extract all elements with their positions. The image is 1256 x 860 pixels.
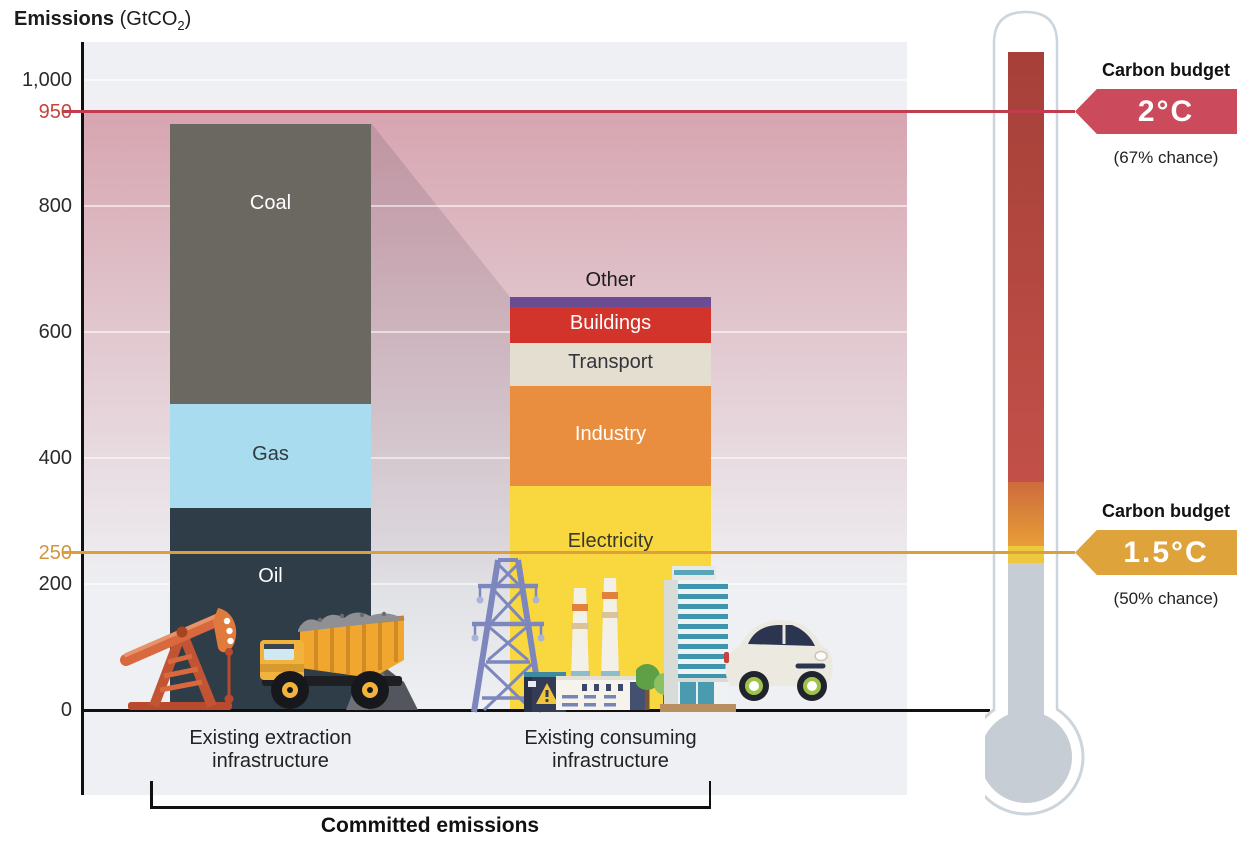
bar-segment-coal — [170, 124, 371, 405]
page-title: Emissions (GtCO2) — [14, 8, 192, 33]
power-plant-icon — [556, 578, 648, 710]
budget-line-2°C — [63, 110, 1075, 113]
bracket-label: Committed emissions — [320, 814, 540, 837]
segment-label-oil: Oil — [258, 565, 283, 587]
bracket-bar — [150, 806, 711, 809]
category-label-2: Existing consuming infrastructure — [524, 727, 697, 772]
ytick-600: 600 — [38, 321, 72, 343]
ytick-950: 950 — [38, 100, 72, 123]
bar-segment-gas — [170, 404, 371, 509]
carbon-budget-label-2°C: Carbon budget — [1102, 59, 1230, 80]
segment-label-gas: Gas — [252, 443, 289, 466]
gridline-1000 — [83, 79, 907, 81]
segment-label-coal: Coal — [249, 192, 292, 214]
bar-segment-other — [510, 297, 711, 307]
electricity-pylon-icon — [471, 558, 545, 713]
mining-truck-icon — [260, 611, 418, 710]
gridline-400 — [83, 457, 907, 459]
ytick-400: 400 — [38, 447, 72, 469]
badge-text: 1.5°C — [1123, 535, 1209, 569]
oil-pump-jack-icon — [120, 608, 237, 710]
budget-line-1.5°C — [63, 551, 1075, 554]
chance-label-1.5°C: (50% chance) — [1113, 588, 1219, 608]
badge-text: 2°C — [1137, 94, 1195, 128]
bar-segment-buildings — [510, 306, 711, 344]
thermometer-icon — [985, 10, 1085, 816]
segment-label-electricity: Electricity — [567, 530, 654, 552]
ytick-200: 200 — [38, 573, 72, 595]
segment-label-other: Other — [585, 269, 636, 292]
office-tower-icon — [660, 566, 736, 712]
bracket-right-tick — [708, 781, 711, 808]
gridline-600 — [83, 331, 907, 333]
bracket-left-tick — [150, 781, 153, 808]
y-axis-line — [81, 42, 84, 795]
category-label-1: Existing extraction infrastructure — [189, 727, 352, 772]
ytick-0: 0 — [60, 699, 72, 721]
carbon-budget-label-1.5°C: Carbon budget — [1102, 500, 1230, 521]
chance-label-2°C: (67% chance) — [1113, 147, 1219, 167]
budget-badge-2°C: 2°C — [1075, 89, 1237, 134]
ytick-250: 250 — [38, 541, 72, 564]
gridline-800 — [83, 205, 907, 207]
title-main: Emissions — [14, 8, 115, 30]
ytick-1,000: 1,000 — [21, 69, 72, 91]
budget-badge-1.5°C: 1.5°C — [1075, 530, 1237, 575]
segment-label-industry: Industry — [574, 422, 647, 445]
segment-label-buildings: Buildings — [569, 312, 652, 335]
ytick-800: 800 — [38, 195, 72, 217]
segment-label-transport: Transport — [568, 351, 653, 374]
bar-segment-transport — [510, 343, 711, 386]
electric-car-icon — [724, 620, 833, 701]
bar-segment-industry — [510, 385, 711, 487]
